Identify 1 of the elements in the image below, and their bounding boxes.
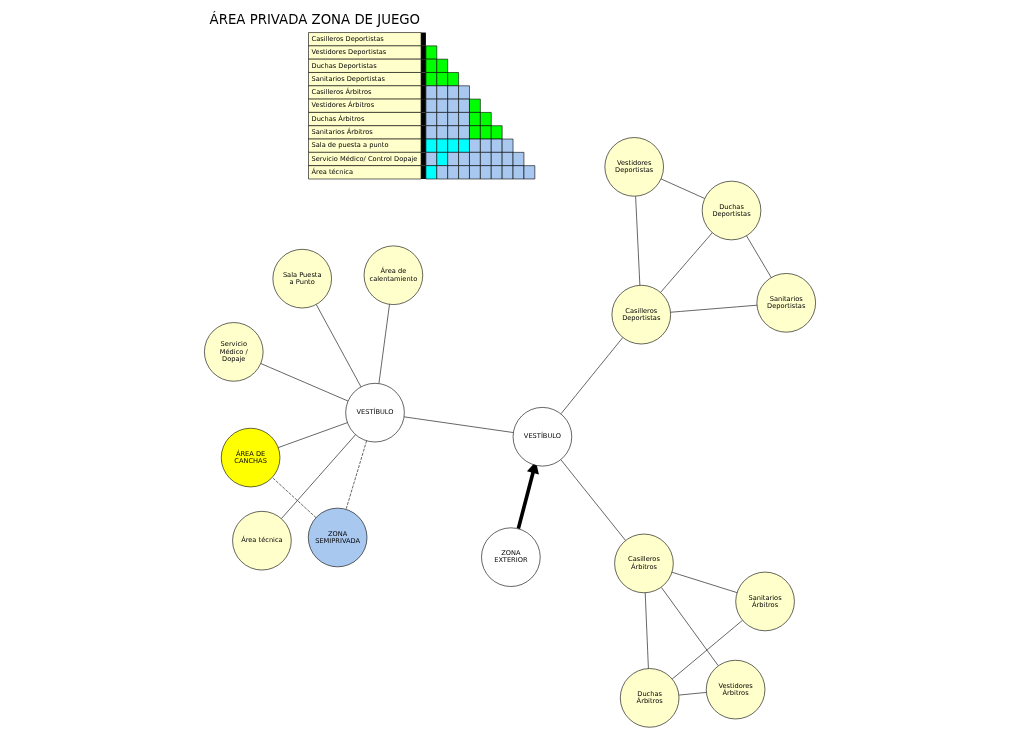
diagram-title: ÁREA PRIVADA ZONA DE JUEGO (209, 11, 420, 27)
